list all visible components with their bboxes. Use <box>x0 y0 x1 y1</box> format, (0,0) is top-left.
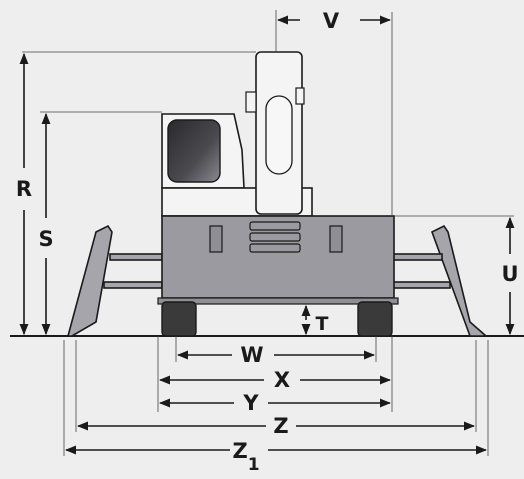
cab <box>161 113 245 189</box>
right-outrigger <box>391 224 489 337</box>
dimension-z1: Z1 <box>64 439 488 475</box>
boom <box>245 51 305 215</box>
label-z1-main: Z <box>232 439 247 463</box>
dimension-v: V <box>276 9 392 33</box>
label-u: U <box>501 262 518 286</box>
label-v: V <box>323 9 340 33</box>
left-outrigger <box>66 224 163 337</box>
extension-lines <box>22 10 514 456</box>
dimension-r: R <box>16 52 32 336</box>
label-z1: Z1 <box>232 439 259 475</box>
dimension-t: T <box>301 304 329 336</box>
dimension-y: Y <box>158 391 392 415</box>
label-t: T <box>316 313 329 335</box>
dimension-s: S <box>38 112 54 336</box>
left-track <box>161 301 197 337</box>
dimension-x: X <box>158 368 392 392</box>
dimension-u: U <box>501 216 519 336</box>
label-z1-sub: 1 <box>248 455 260 475</box>
right-track <box>357 301 393 337</box>
label-y: Y <box>242 391 259 415</box>
dimension-w: W <box>176 343 376 367</box>
lower-body <box>157 215 399 305</box>
label-z: Z <box>273 414 288 438</box>
cab-window <box>167 119 221 183</box>
label-x: X <box>274 368 290 392</box>
label-s: S <box>38 227 53 251</box>
label-r: R <box>16 177 32 201</box>
label-w: W <box>240 343 263 367</box>
dimension-z: Z <box>76 414 476 438</box>
